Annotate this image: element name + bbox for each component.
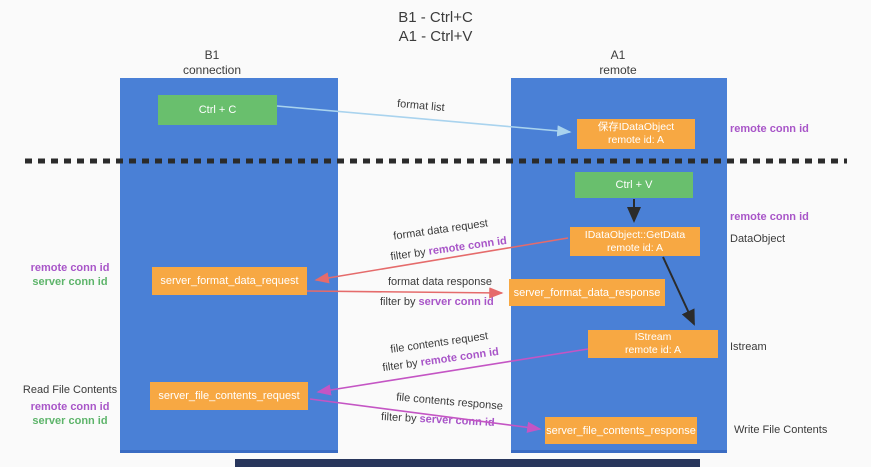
node-istream: IStream remote id: A [588,330,718,358]
node-ctrl-c: Ctrl + C [158,95,277,125]
lifeline-header-b1: B1 connection [103,48,321,78]
node-getdata-line2: remote id: A [606,241,664,254]
edge-label-filter-server-2: filter by server conn id [381,411,495,429]
title-line-2: A1 - Ctrl+V [398,28,473,45]
node-istream-line1: IStream [634,331,672,343]
annotation-istream: Istream [730,341,767,353]
node-istream-line2: remote id: A [624,344,682,356]
filter-by-text: filter by [380,411,420,426]
filter-by-text: filter by [380,296,419,308]
annotation-server-conn-id-top-left: server conn id [32,276,108,288]
annotation-write-file-contents: Write File Contents [734,424,828,436]
lifeline-header-a1: A1 remote [510,48,726,78]
lifeline-b1-name: B1 [204,48,220,62]
server-conn-id-text: server conn id [418,296,494,308]
annotation-read-file-contents: Read File Contents [22,384,118,396]
edge-label-format-list: format list [396,97,446,115]
server-conn-id-text: server conn id [419,413,495,429]
filter-by-text: filter by [381,356,422,375]
node-getdata-line1: IDataObject::GetData [584,228,686,241]
node-server-file-contents-request: server_file_contents_request [150,382,308,410]
annotation-dataobject: DataObject [730,233,786,245]
edge-label-filter-server-1: filter by server conn id [380,296,494,308]
node-server-format-data-response-label: server_format_data_response [513,286,661,299]
node-ctrl-v-label: Ctrl + V [615,179,653,191]
node-save-idataobject-line1: 保存IDataObject [597,121,675,133]
node-server-format-data-request: server_format_data_request [152,267,307,295]
filter-by-text: filter by [389,245,430,264]
annotation-remote-conn-id-bottom-left: remote conn id [30,401,110,413]
node-idataobject-getdata: IDataObject::GetData remote id: A [570,227,700,256]
node-save-idataobject: 保存IDataObject remote id: A [577,119,695,149]
node-server-file-contents-response-label: server_file_contents_response [546,424,696,437]
lifeline-a1-role: remote [599,63,637,77]
node-server-format-data-request-label: server_format_data_request [160,275,299,287]
annotation-server-conn-id-bottom-left: server conn id [32,415,108,427]
title-line-1: B1 - Ctrl+C [398,9,473,26]
node-ctrl-c-label: Ctrl + C [198,104,237,116]
lifeline-b1-role: connection [182,63,242,77]
annotation-remote-conn-id-mid-right: remote conn id [730,211,809,223]
diagram-title: B1 - Ctrl+C A1 - Ctrl+V [0,8,871,46]
node-server-file-contents-request-label: server_file_contents_request [158,390,300,402]
node-save-idataobject-line2: remote id: A [607,134,665,146]
node-server-file-contents-response: server_file_contents_response [545,417,697,444]
bottom-window-edge [235,459,700,467]
annotation-remote-conn-id-top-left: remote conn id [30,262,110,274]
lifeline-a1-name: A1 [610,48,626,62]
annotation-remote-conn-id-top-right: remote conn id [730,123,809,135]
node-server-format-data-response: server_format_data_response [509,279,665,306]
edge-label-format-data-response: format data response [388,276,492,288]
edge-label-file-contents-response: file contents response [395,391,504,413]
remote-conn-id-text: remote conn id [427,234,508,258]
node-ctrl-v: Ctrl + V [575,172,693,198]
